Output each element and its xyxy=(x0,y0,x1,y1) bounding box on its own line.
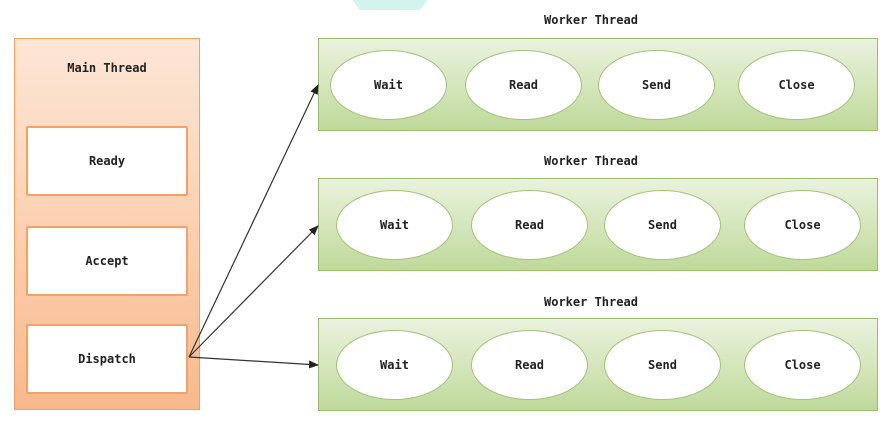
worker-thread-2-panel: Wait Read Send Close xyxy=(318,178,878,271)
state-close: Close xyxy=(738,50,855,120)
state-read: Read xyxy=(465,50,582,120)
state-wait: Wait xyxy=(336,190,453,260)
state-send: Send xyxy=(604,330,721,400)
arrow-to-worker-3 xyxy=(188,356,319,369)
state-read: Read xyxy=(471,330,588,400)
worker-thread-2-title: Worker Thread xyxy=(544,154,638,168)
arrow-to-worker-2 xyxy=(188,225,319,358)
state-wait: Wait xyxy=(330,50,447,120)
main-thread-title: Main Thread xyxy=(67,61,147,75)
state-read: Read xyxy=(471,190,588,260)
state-send: Send xyxy=(604,190,721,260)
watermark-logo xyxy=(352,0,428,10)
state-close: Close xyxy=(744,330,861,400)
step-dispatch: Dispatch xyxy=(26,324,188,394)
state-send: Send xyxy=(598,50,715,120)
worker-thread-1-panel: Wait Read Send Close xyxy=(318,38,878,131)
arrow-to-worker-1 xyxy=(188,84,319,358)
worker-thread-1-title: Worker Thread xyxy=(544,13,638,27)
step-accept: Accept xyxy=(26,226,188,296)
step-ready: Ready xyxy=(26,126,188,196)
state-close: Close xyxy=(744,190,861,260)
worker-thread-3-title: Worker Thread xyxy=(544,295,638,309)
worker-thread-3-panel: Wait Read Send Close xyxy=(318,318,878,411)
main-thread-container: Main Thread Ready Accept Dispatch xyxy=(14,38,200,410)
state-wait: Wait xyxy=(336,330,453,400)
